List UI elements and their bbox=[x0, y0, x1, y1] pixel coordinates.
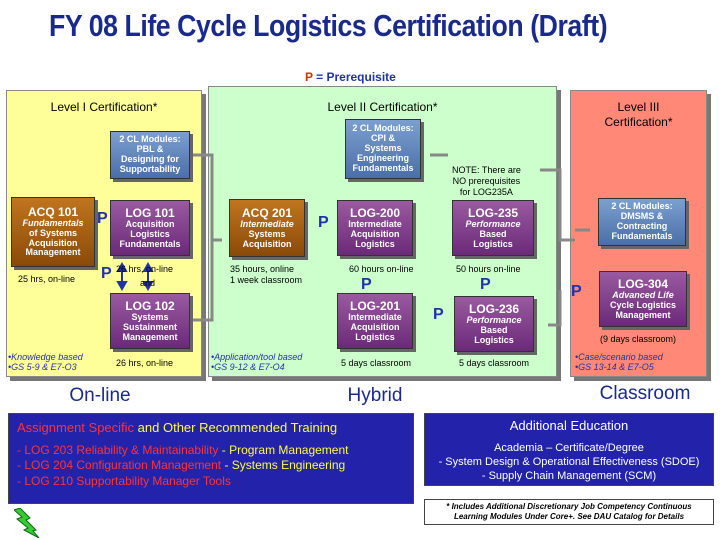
prereq-mark-log235-log236: P bbox=[480, 276, 491, 293]
level3-bullets: Case/scenario based GS 13-14 & E7-O5 bbox=[575, 352, 663, 372]
log235-module[interactable]: LOG-235 Performance Based Logistics bbox=[452, 200, 534, 256]
online-label: On-line bbox=[69, 385, 131, 406]
lightning-icon[interactable] bbox=[14, 508, 40, 538]
assignment-row: - LOG 210 Supportability Manager Tools bbox=[17, 474, 231, 489]
additional-education-box: Additional Education Academia – Certific… bbox=[424, 413, 714, 486]
level3-title: Level III Certification* bbox=[604, 100, 673, 129]
level1-bullets: Knowledge based GS 5-9 & E7-O3 bbox=[8, 352, 83, 372]
log235-time: 50 hours on-line bbox=[456, 264, 521, 274]
level1-cl-modules[interactable]: 2 CL Modules: PBL & Designing for Suppor… bbox=[110, 131, 190, 179]
assignment-row: - LOG 203 Reliability & Maintainability … bbox=[17, 442, 349, 457]
log235a-note: NOTE: There are NO prerequisites for LOG… bbox=[452, 165, 521, 197]
acq201-module[interactable]: ACQ 201 Intermediate Systems Acquisition bbox=[229, 199, 305, 257]
acq201-time: 35 hours, online 1 week classroom bbox=[230, 264, 303, 286]
log236-module[interactable]: LOG-236 Performance Based Logistics bbox=[454, 296, 534, 352]
log201-time: 5 days classroom bbox=[341, 358, 412, 368]
and-label: and bbox=[140, 278, 156, 288]
level2-title: Level II Certification* bbox=[327, 100, 438, 114]
prereq-mark-acq101-log101: P bbox=[97, 210, 108, 227]
prereq-mark-log101-log102: P bbox=[101, 265, 112, 282]
log236-time: 5 days classroom bbox=[459, 358, 530, 368]
hybrid-label: Hybrid bbox=[347, 385, 403, 406]
prereq-mark-level3: P bbox=[571, 283, 582, 300]
l1-bracket-line bbox=[192, 153, 214, 322]
page-title: FY 08 Life Cycle Logistics Certification… bbox=[49, 8, 608, 43]
prereq-mark-log201-log236: P bbox=[433, 306, 444, 323]
level1-title: Level I Certification* bbox=[50, 100, 158, 114]
footnote-box: * Includes Additional Discretionary Job … bbox=[424, 499, 714, 525]
l2-to-l3-line bbox=[540, 168, 575, 242]
log102-module[interactable]: LOG 102 Systems Sustainment Management bbox=[110, 293, 190, 349]
log101-hours: 26 hrs, on-line bbox=[116, 264, 174, 274]
log101-module[interactable]: LOG 101 Acquisition Logistics Fundamenta… bbox=[110, 200, 190, 256]
log201-module[interactable]: LOG-201 Intermediate Acquisition Logisti… bbox=[337, 293, 413, 349]
prereq-mark-acq201-log200: P bbox=[318, 214, 329, 231]
prerequisite-legend: P = Prerequisite bbox=[305, 70, 396, 84]
classroom-label: Classroom bbox=[599, 383, 691, 404]
acq101-hours: 25 hrs, on-line bbox=[18, 274, 76, 284]
log102-hours: 26 hrs, on-line bbox=[116, 358, 174, 368]
assignment-training-box: Assignment Specific and Other Recommende… bbox=[8, 413, 414, 504]
level3-cl-modules[interactable]: 2 CL Modules: DMSMS & Contracting Fundam… bbox=[598, 198, 686, 246]
level2-cl-modules[interactable]: 2 CL Modules: CPI & Systems Engineering … bbox=[345, 119, 421, 179]
l2-lower-line bbox=[548, 290, 562, 327]
log304-module[interactable]: LOG-304 Advanced Life Cycle Logistics Ma… bbox=[599, 271, 687, 327]
level2-bullets: Application/tool based GS 9-12 & E7-O4 bbox=[211, 352, 302, 372]
log200-module[interactable]: LOG-200 Intermediate Acquisition Logisti… bbox=[337, 200, 413, 256]
acq101-module[interactable]: ACQ 101 Fundamentals of Systems Acquisit… bbox=[11, 197, 95, 267]
prereq-mark-log200-log201: P bbox=[361, 276, 372, 293]
assignment-title: Assignment Specific and Other Recommende… bbox=[17, 420, 338, 435]
log200-time: 60 hours on-line bbox=[349, 264, 414, 274]
assignment-row: - LOG 204 Configuration Management - Sys… bbox=[17, 458, 346, 473]
log304-time: (9 days classroom) bbox=[600, 334, 677, 344]
